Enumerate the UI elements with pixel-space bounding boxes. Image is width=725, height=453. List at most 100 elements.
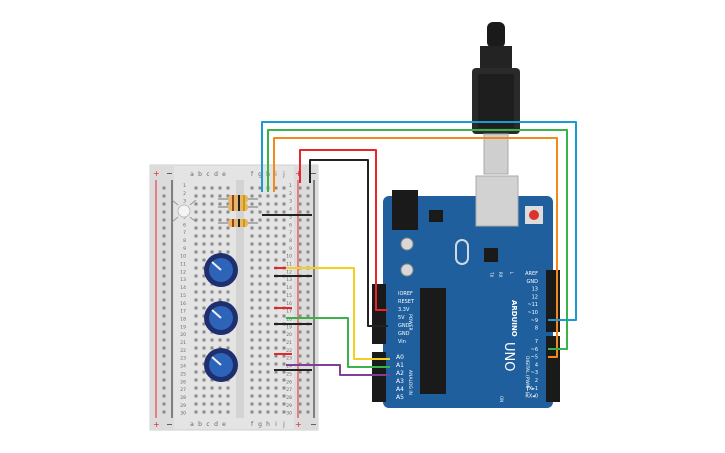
row-number-left: 23	[180, 356, 186, 362]
rail-plus-bottom-left: +	[153, 420, 160, 429]
row-number-right: 18	[286, 316, 292, 322]
row-number-left: 6	[183, 222, 186, 228]
column-letter-bottom: c	[206, 421, 209, 428]
rail-plus-top-left: +	[153, 169, 160, 178]
power-pin-label: Vin	[398, 339, 406, 345]
row-number-left: 16	[180, 301, 186, 307]
arduino-brand: ARDUINO	[510, 300, 518, 337]
row-number-right: 29	[286, 403, 292, 409]
analog-pin-label: A3	[396, 378, 404, 385]
row-number-left: 3	[183, 199, 186, 205]
row-number-left: 10	[180, 254, 186, 260]
power-pin-label: IOREF	[398, 291, 413, 297]
wire-black-gnd	[309, 159, 388, 327]
row-number-right: 23	[286, 356, 292, 362]
power-pin-label: 5V	[398, 315, 405, 321]
column-letter-top: g	[258, 171, 262, 178]
row-number-right: 6	[289, 222, 292, 228]
digital-pin-label: AREF	[525, 271, 538, 277]
analog-pin-label: A5	[396, 394, 404, 401]
resistor-1	[218, 195, 258, 203]
digital-pin-label: 7	[535, 339, 538, 345]
arduino-model: UNO	[501, 342, 516, 371]
column-letter-top: i	[275, 171, 277, 178]
row-number-left: 19	[180, 324, 186, 330]
analog-header-title: ANALOG IN	[407, 370, 413, 395]
reset-button[interactable]	[529, 210, 539, 220]
wire-blue-pin9	[261, 121, 577, 321]
column-letter-bottom: g	[258, 421, 262, 428]
row-number-right: 1	[289, 183, 292, 189]
rx-led-label: RX	[498, 272, 503, 278]
wires	[261, 121, 577, 376]
row-number-left: 25	[180, 371, 186, 377]
analog-pin-label: A2	[396, 370, 404, 377]
row-number-right: 19	[286, 324, 292, 330]
row-number-right: 2	[289, 191, 292, 197]
row-number-right: 5	[289, 214, 292, 220]
power-header-title: POWER	[407, 314, 413, 331]
tx-led-label: TX	[489, 271, 494, 277]
row-number-left: 8	[183, 238, 186, 244]
row-number-left: 24	[180, 364, 186, 370]
row-number-right: 10	[286, 254, 292, 260]
column-letter-top: d	[214, 171, 218, 178]
digital-pin-label: 12	[532, 294, 538, 300]
wire-green-a1	[286, 317, 390, 368]
column-letter-bottom: d	[214, 421, 218, 428]
rail-minus-top-right: −	[310, 169, 317, 178]
power-pin-label: GND	[398, 331, 410, 337]
column-letter-top: a	[190, 171, 194, 178]
digital-pin-label: 8	[535, 326, 538, 332]
row-number-left: 15	[180, 293, 186, 299]
row-number-right: 12	[286, 269, 292, 275]
on-led-label: ON	[499, 396, 504, 402]
row-number-right: 8	[289, 238, 292, 244]
column-letter-bottom: i	[275, 421, 277, 428]
row-number-right: 16	[286, 301, 292, 307]
digital-pin-label: TX▸1	[525, 386, 538, 392]
digital-pin-label: ~5	[531, 355, 538, 361]
row-number-left: 18	[180, 316, 186, 322]
l-led-label: L	[509, 272, 514, 275]
potentiometer-3	[204, 348, 238, 382]
row-number-left: 1	[183, 183, 186, 189]
potentiometer-2	[204, 301, 238, 335]
column-letter-top: f	[251, 171, 254, 178]
row-number-left: 28	[180, 395, 186, 401]
rail-minus-bottom-right: −	[310, 420, 317, 429]
row-number-right: 25	[286, 371, 292, 377]
row-number-left: 17	[180, 309, 186, 315]
row-number-left: 13	[180, 277, 186, 283]
column-letter-bottom: b	[198, 421, 202, 428]
row-number-right: 27	[286, 387, 292, 393]
row-number-right: 11	[286, 262, 292, 268]
power-pin-label: 3.3V	[398, 307, 410, 313]
digital-pin-label: 4	[535, 362, 538, 368]
column-letter-top: c	[206, 171, 209, 178]
row-number-left: 7	[183, 230, 186, 236]
power-pin-label: RESET	[398, 299, 415, 305]
row-number-left: 29	[180, 403, 186, 409]
digital-pin-label: ~9	[531, 318, 538, 324]
analog-pin-label: A4	[396, 386, 404, 393]
row-number-left: 21	[180, 340, 186, 346]
row-number-right: 9	[289, 246, 292, 252]
column-letter-top: j	[282, 171, 285, 178]
column-letter-bottom: e	[222, 421, 226, 428]
digital-pin-label: ~10	[527, 310, 538, 316]
resistor-2	[218, 203, 258, 211]
analog-pin-label: A1	[396, 362, 404, 369]
wire-yellow-a0	[286, 267, 390, 360]
column-letter-bottom: f	[251, 421, 254, 428]
usb-cable	[472, 22, 520, 175]
wire-orange-pin5	[273, 137, 558, 358]
row-number-right: 4	[289, 207, 292, 213]
rail-minus-top-left: −	[166, 169, 173, 178]
digital-pin-label: ~6	[531, 347, 538, 353]
breadboard-jumpers	[262, 214, 312, 371]
row-number-left: 9	[183, 246, 186, 252]
